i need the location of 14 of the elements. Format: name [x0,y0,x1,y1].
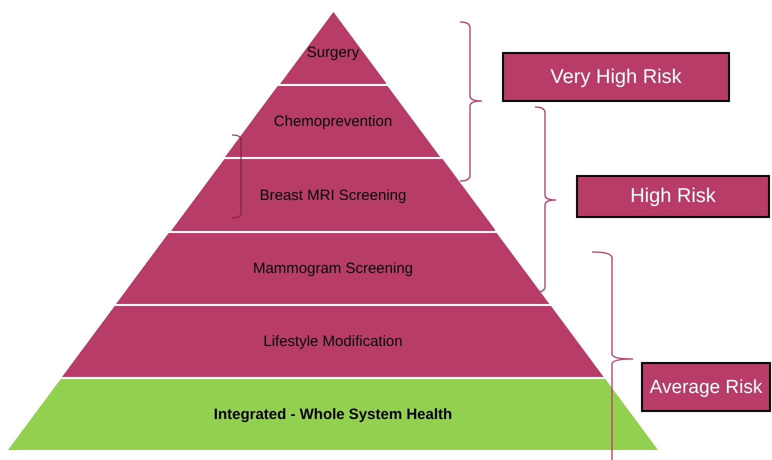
tier-label: Chemoprevention [274,113,392,130]
tier-label: Breast MRI Screening [260,186,406,204]
pyramid-tier [170,159,496,231]
risk-label-box: High Risk [576,175,770,218]
tier-label: Lifestyle Modification [263,333,403,350]
pyramid-tier [116,233,550,304]
tier-label: Mammogram Screening [252,260,414,277]
risk-label-box: Average Risk [641,362,771,412]
tier-label: Integrated - Whole System Health [214,406,452,423]
tier-label: Surgery [306,44,360,60]
risk-label-box: Very High Risk [502,52,730,102]
pyramid-tier [225,86,441,157]
pyramid-tier [62,306,604,377]
pyramid-tier [280,12,386,84]
